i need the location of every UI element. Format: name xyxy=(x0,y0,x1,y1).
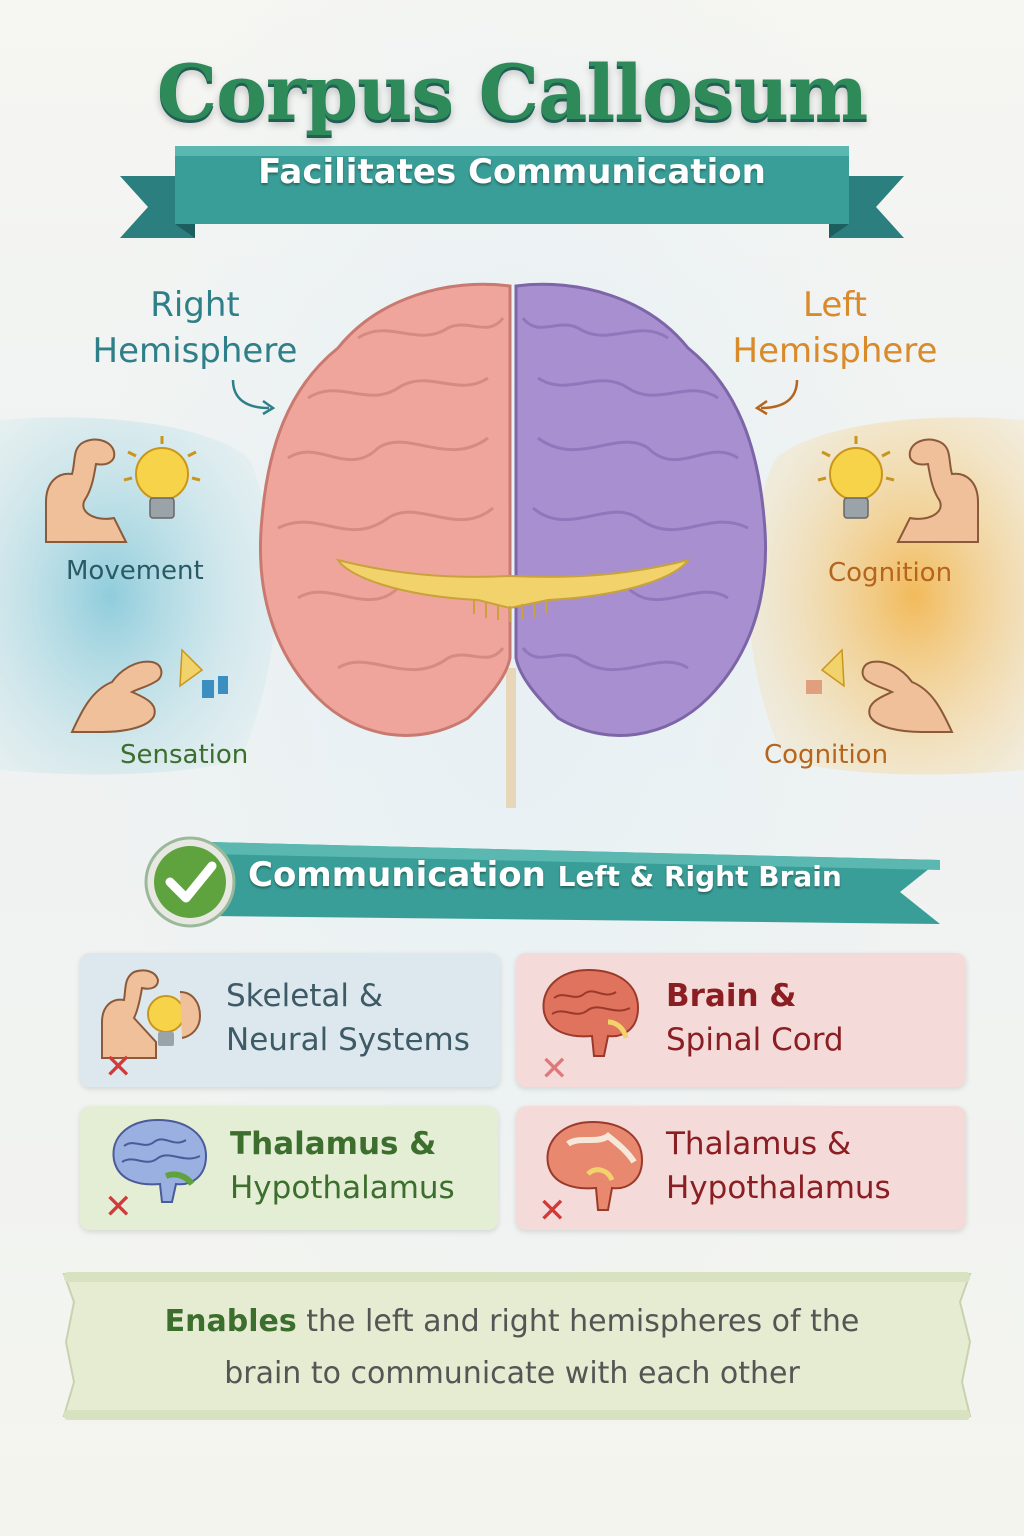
communication-banner-text: Communication Left & Right Brain xyxy=(248,855,938,895)
arm-bulb-icon xyxy=(101,969,202,1059)
card-line1: Skeletal & xyxy=(226,978,384,1014)
x-mark-icon: ✕ xyxy=(538,1191,567,1231)
function-sensation: Sensation xyxy=(120,740,249,770)
function-cognition-top: Cognition xyxy=(828,558,953,588)
subtitle: Facilitates Communication xyxy=(258,152,766,192)
bottom-line1: Enables the left and right hemispheres o… xyxy=(110,1296,914,1348)
flexed-arm-icon xyxy=(896,438,979,543)
left-hemisphere-line1: Left xyxy=(803,285,867,325)
banner-rest: Left & Right Brain xyxy=(557,860,842,893)
bottom-description: Enables the left and right hemispheres o… xyxy=(110,1296,914,1400)
flexed-arm-icon xyxy=(45,438,128,543)
bottom-scroll xyxy=(62,1272,972,1420)
bottom-line1-rest: the left and right hemispheres of the xyxy=(296,1304,860,1339)
communication-banner xyxy=(210,842,940,924)
card-line2: Spinal Cord xyxy=(666,1022,844,1058)
card-line1: Brain & xyxy=(666,978,797,1014)
banner-main: Communication xyxy=(248,855,546,895)
x-mark-icon: ✕ xyxy=(104,1187,133,1227)
card-thalamus-green-text: Thalamus & Hypothalamus xyxy=(230,1122,455,1210)
light-bulb-icon xyxy=(123,436,201,519)
brain-stem xyxy=(506,668,516,808)
card-line2: Hypothalamus xyxy=(666,1170,891,1206)
x-mark-icon: ✕ xyxy=(540,1049,569,1089)
brain-icon xyxy=(112,1118,208,1203)
right-hemisphere-shape xyxy=(258,282,512,737)
subtitle-ribbon xyxy=(120,146,904,238)
hand-pinch-icon xyxy=(70,648,228,733)
right-arrow-icon xyxy=(231,379,276,416)
card-skeletal-neural-text: Skeletal & Neural Systems xyxy=(226,974,470,1062)
page-title: Corpus Callosum xyxy=(156,48,869,137)
bottom-strong: Enables xyxy=(164,1304,297,1339)
function-cognition-bottom: Cognition xyxy=(764,740,889,770)
bottom-line2: brain to communicate with each other xyxy=(224,1356,800,1391)
right-hemisphere-line2: Hemisphere xyxy=(92,331,298,371)
function-movement: Movement xyxy=(66,556,204,586)
left-hemisphere-line2: Hemisphere xyxy=(732,331,938,371)
card-line2: Hypothalamus xyxy=(230,1170,455,1206)
corpus-callosum-shape xyxy=(335,558,691,610)
right-hemisphere-line1: Right xyxy=(150,285,240,325)
card-brain-spinal-text: Brain & Spinal Cord xyxy=(666,974,844,1062)
card-line1: Thalamus & xyxy=(230,1126,437,1162)
x-mark-icon: ✕ xyxy=(104,1047,133,1087)
card-thalamus-red-text: Thalamus & Hypothalamus xyxy=(666,1122,891,1210)
corpus-callosum-fibers xyxy=(473,600,547,622)
left-hemisphere-label: Left Hemisphere xyxy=(700,282,970,374)
brain-illustration xyxy=(258,282,768,808)
hand-pinch-icon xyxy=(806,648,954,733)
brain-icon xyxy=(546,1120,644,1211)
left-arrow-icon xyxy=(754,379,799,416)
check-icon xyxy=(144,836,236,928)
brain-icon xyxy=(542,968,640,1057)
light-bulb-icon xyxy=(817,436,895,519)
card-line1: Thalamus & xyxy=(666,1126,852,1162)
card-line2: Neural Systems xyxy=(226,1022,470,1058)
right-hemisphere-label: Right Hemisphere xyxy=(70,282,320,374)
left-hemisphere-shape xyxy=(514,282,768,737)
